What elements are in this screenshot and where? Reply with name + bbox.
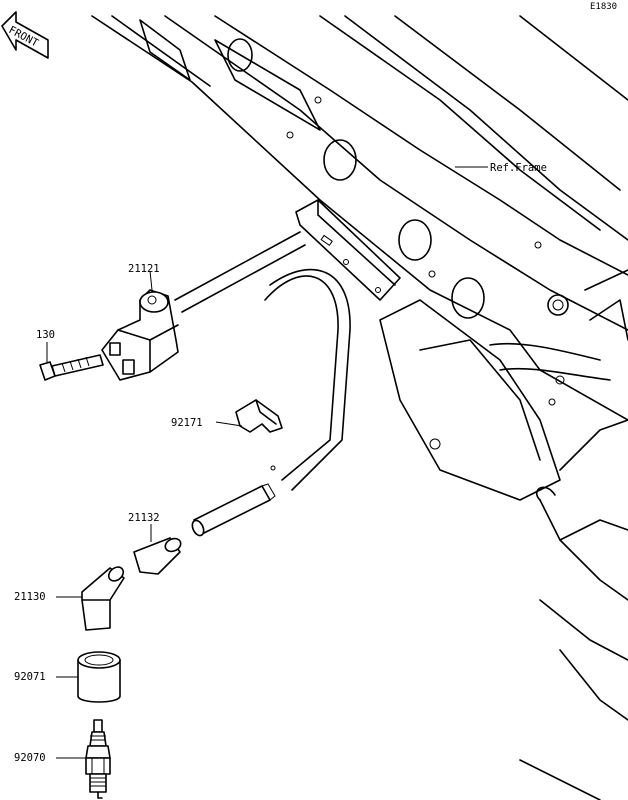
ref-frame-label: Ref.Frame [490,162,547,174]
spark-plug [85,719,111,799]
label-92171: 92171 [171,417,203,429]
label-21132: 21132 [128,512,160,524]
ignition-coil [101,289,179,381]
front-arrow-icon: FRONT [1,11,49,59]
label-21130: 21130 [14,591,46,603]
spark-plug-cap [81,566,125,631]
bolt [39,354,104,381]
coil-bracket [295,199,401,301]
label-92071: 92071 [14,671,46,683]
front-label: FRONT [7,24,41,50]
label-21121: 21121 [128,263,160,275]
high-tension-lead [174,231,351,491]
spark-plug-cap-seal [133,537,182,575]
lead-tube [191,483,276,537]
label-92070: 92070 [14,752,46,764]
label-130: 130 [36,329,55,341]
cover [77,651,121,703]
clamp [235,399,283,433]
frame [91,15,628,800]
diagram-code: E1830 [590,2,617,12]
